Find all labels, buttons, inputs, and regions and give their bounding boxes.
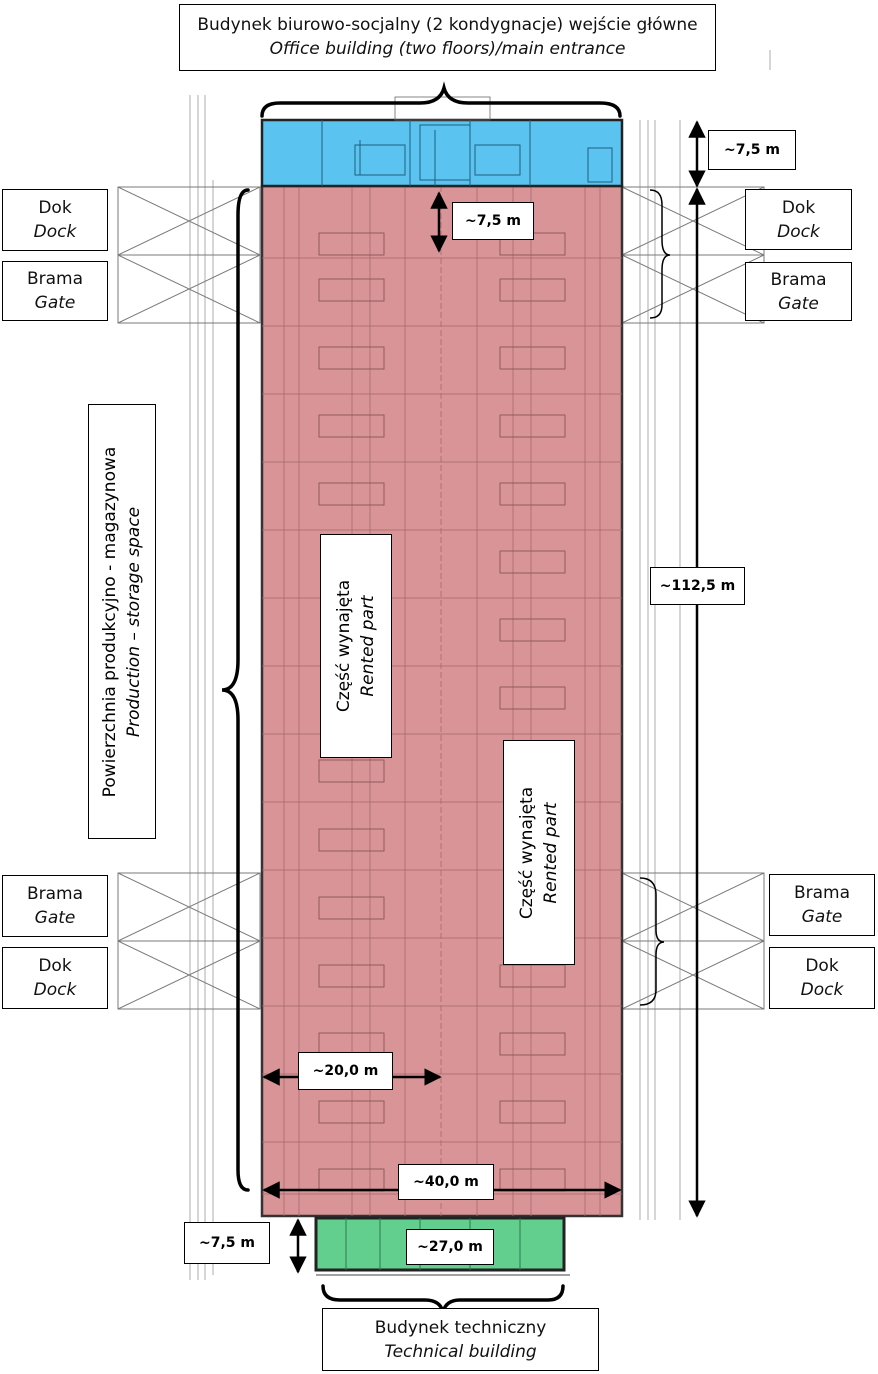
office-building-label-pl: Budynek biurowo-socjalny (2 kondygnacje)…	[197, 15, 698, 35]
office-building-label: Budynek biurowo-socjalny (2 kondygnacje)…	[179, 4, 716, 71]
technical-building-label: Budynek techniczny Technical building	[322, 1308, 599, 1371]
dimension-technical-depth: ~7,5 m	[184, 1222, 270, 1264]
right-bottom-dock-label: Dok Dock	[769, 947, 875, 1009]
dimension-half-width: ~20,0 m	[298, 1052, 393, 1090]
thin-braces	[639, 189, 671, 1006]
dimension-full-width: ~40,0 m	[398, 1164, 494, 1200]
office-brace	[260, 81, 622, 118]
left-bottom-gate-label: Brama Gate	[2, 875, 108, 937]
right-bottom-gate-label: Brama Gate	[769, 874, 875, 936]
left-top-gate-label: Brama Gate	[2, 261, 108, 321]
dimension-inner-offset: ~7,5 m	[452, 202, 534, 240]
right-top-dock-label: Dok Dock	[745, 189, 852, 250]
right-top-gate-label: Brama Gate	[745, 262, 852, 321]
right-bottom-gate-brace	[639, 877, 665, 1006]
office-building	[260, 118, 624, 188]
left-bottom-dock-label: Dok Dock	[2, 947, 108, 1009]
production-brace	[221, 188, 250, 1192]
hall-grid	[262, 186, 622, 1216]
entrance-porch	[394, 96, 491, 121]
dimension-technical-width: ~27,0 m	[406, 1229, 494, 1265]
office-partitions	[321, 120, 613, 186]
production-area-label: Powierzchnia produkcyjno - magazynowa Pr…	[88, 404, 156, 839]
office-building-label-en: Office building (two floors)/main entran…	[269, 39, 626, 59]
rented-part-label-1: Część wynajęta Rented part	[320, 534, 392, 758]
rented-part-label-2: Część wynajęta Rented part	[503, 740, 575, 965]
site-outline-lines	[189, 50, 771, 1280]
left-top-dock-label: Dok Dock	[2, 189, 108, 251]
dimension-total-length: ~112,5 m	[650, 567, 745, 605]
dimension-office-depth: ~7,5 m	[708, 130, 796, 170]
right-top-dock-brace	[649, 189, 671, 319]
